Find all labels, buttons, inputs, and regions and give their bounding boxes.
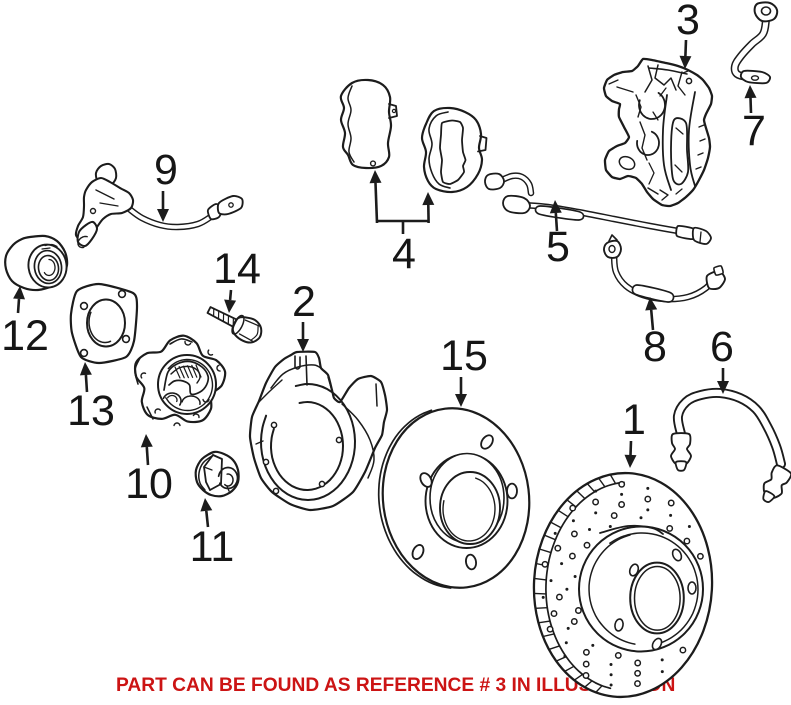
svg-text:1: 1	[622, 396, 646, 444]
svg-text:12: 12	[1, 312, 49, 360]
svg-text:11: 11	[190, 523, 235, 571]
svg-text:6: 6	[710, 323, 734, 371]
svg-text:4: 4	[392, 230, 416, 278]
svg-text:15: 15	[440, 332, 488, 380]
svg-text:10: 10	[125, 460, 173, 508]
svg-text:8: 8	[643, 323, 667, 371]
svg-text:2: 2	[292, 278, 316, 326]
svg-text:13: 13	[67, 387, 115, 435]
svg-text:14: 14	[213, 245, 261, 293]
svg-text:3: 3	[676, 0, 700, 44]
svg-text:7: 7	[742, 107, 766, 155]
svg-text:9: 9	[154, 146, 178, 194]
